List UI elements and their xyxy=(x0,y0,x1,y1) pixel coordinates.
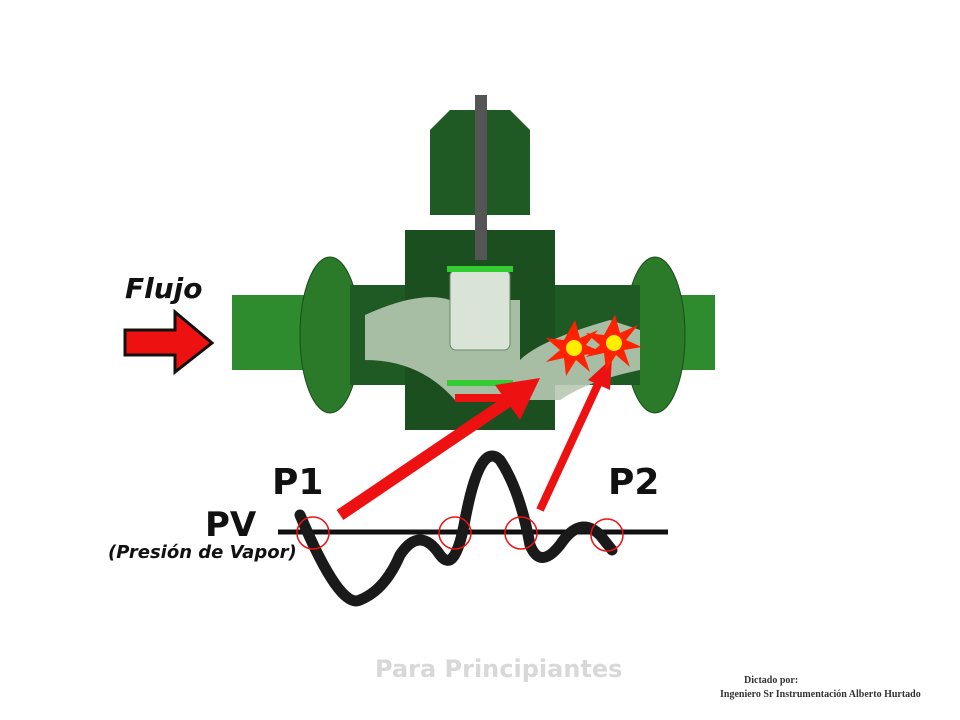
flow-label: Flujo xyxy=(125,272,203,305)
cavitation-burst-icon xyxy=(546,320,602,376)
seal-ring-bottom xyxy=(447,380,513,386)
valve-stem xyxy=(475,95,487,260)
valve-plug xyxy=(449,269,511,351)
crossing-circle xyxy=(296,516,330,550)
seal-ring-top xyxy=(447,266,513,272)
footer-title: Para Principiantes xyxy=(375,655,623,683)
crossing-circle xyxy=(504,516,538,550)
credit-line-1: Dictado por: xyxy=(744,675,799,686)
p1-label: P1 xyxy=(272,462,324,503)
crossing-circle xyxy=(590,518,624,552)
cavitation-burst-icon xyxy=(586,315,642,371)
p2-label: P2 xyxy=(608,462,660,503)
implosion-arrow xyxy=(536,378,604,512)
credit-line-2: Ingeniero Sr Instrumentación Alberto Hur… xyxy=(720,689,921,700)
crossing-circle xyxy=(438,516,472,550)
pv-label: PV xyxy=(205,505,257,545)
pv-description: (Presión de Vapor) xyxy=(108,542,297,563)
bubble-formation-arrow xyxy=(336,395,514,520)
inlet-pipe xyxy=(232,295,312,370)
pressure-curve xyxy=(294,450,618,607)
flow-arrow-icon xyxy=(123,308,215,376)
